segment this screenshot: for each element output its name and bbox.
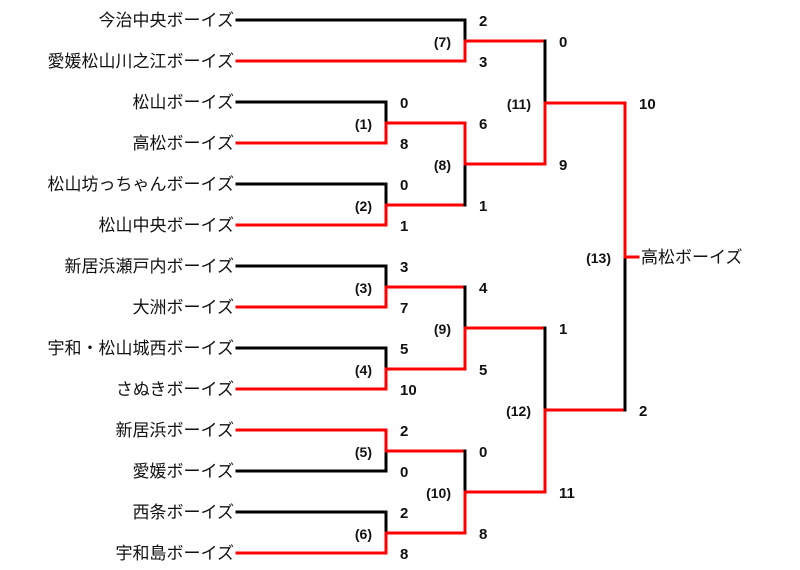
- match-score: 10: [400, 382, 417, 399]
- team-name: 今治中央ボーイズ: [99, 11, 235, 31]
- match-number: (10): [426, 485, 451, 501]
- match-score: 2: [479, 13, 487, 30]
- match-score: 0: [479, 444, 487, 461]
- match-score: 2: [400, 423, 408, 440]
- champion-name: 高松ボーイズ: [641, 248, 743, 268]
- match-number: (3): [355, 280, 372, 296]
- team-name: 松山中央ボーイズ: [99, 216, 235, 236]
- team-name: 愛媛松山川之江ボーイズ: [48, 52, 235, 72]
- match-number: (12): [506, 403, 531, 419]
- match-score: 7: [400, 300, 408, 317]
- match-score: 5: [400, 341, 408, 358]
- match-score: 4: [479, 280, 488, 297]
- match-number: (8): [434, 157, 451, 173]
- match-score: 1: [559, 321, 567, 338]
- match-score: 1: [400, 218, 408, 235]
- team-name: 宇和・松山城西ボーイズ: [48, 339, 235, 359]
- team-name: さぬきボーイズ: [116, 380, 234, 400]
- match-score: 6: [479, 116, 487, 133]
- match-score: 3: [400, 259, 408, 276]
- match-number: (7): [434, 34, 451, 50]
- team-name: 愛媛ボーイズ: [133, 462, 235, 482]
- match-score: 5: [479, 362, 487, 379]
- match-score: 10: [639, 96, 656, 113]
- team-name: 新居浜瀬戸内ボーイズ: [65, 257, 235, 277]
- team-name: 宇和島ボーイズ: [116, 544, 235, 564]
- team-name: 高松ボーイズ: [133, 134, 235, 154]
- match-score: 2: [639, 403, 647, 420]
- match-number: (4): [355, 362, 372, 378]
- match-score: 9: [559, 157, 567, 174]
- match-number: (5): [355, 444, 372, 460]
- team-name: 西条ボーイズ: [133, 503, 235, 523]
- match-number: (11): [507, 96, 531, 112]
- match-number: (6): [355, 526, 372, 542]
- team-name: 大洲ボーイズ: [133, 298, 235, 318]
- match-score: 0: [400, 177, 408, 194]
- match-score: 11: [559, 485, 575, 502]
- match-score: 3: [479, 54, 487, 71]
- match-score: 1: [479, 198, 487, 215]
- match-score: 0: [400, 95, 408, 112]
- team-name: 新居浜ボーイズ: [116, 421, 235, 441]
- match-score: 0: [400, 464, 408, 481]
- match-score: 8: [400, 546, 408, 563]
- match-score: 8: [400, 136, 408, 153]
- match-score: 2: [400, 505, 408, 522]
- match-number: (13): [586, 250, 611, 266]
- match-number: (1): [355, 116, 372, 132]
- match-number: (2): [355, 198, 372, 214]
- team-name: 松山ボーイズ: [133, 93, 235, 113]
- match-score: 8: [479, 526, 487, 543]
- match-score: 0: [559, 34, 567, 51]
- team-name: 松山坊っちゃんボーイズ: [48, 175, 235, 195]
- match-number: (9): [434, 321, 451, 337]
